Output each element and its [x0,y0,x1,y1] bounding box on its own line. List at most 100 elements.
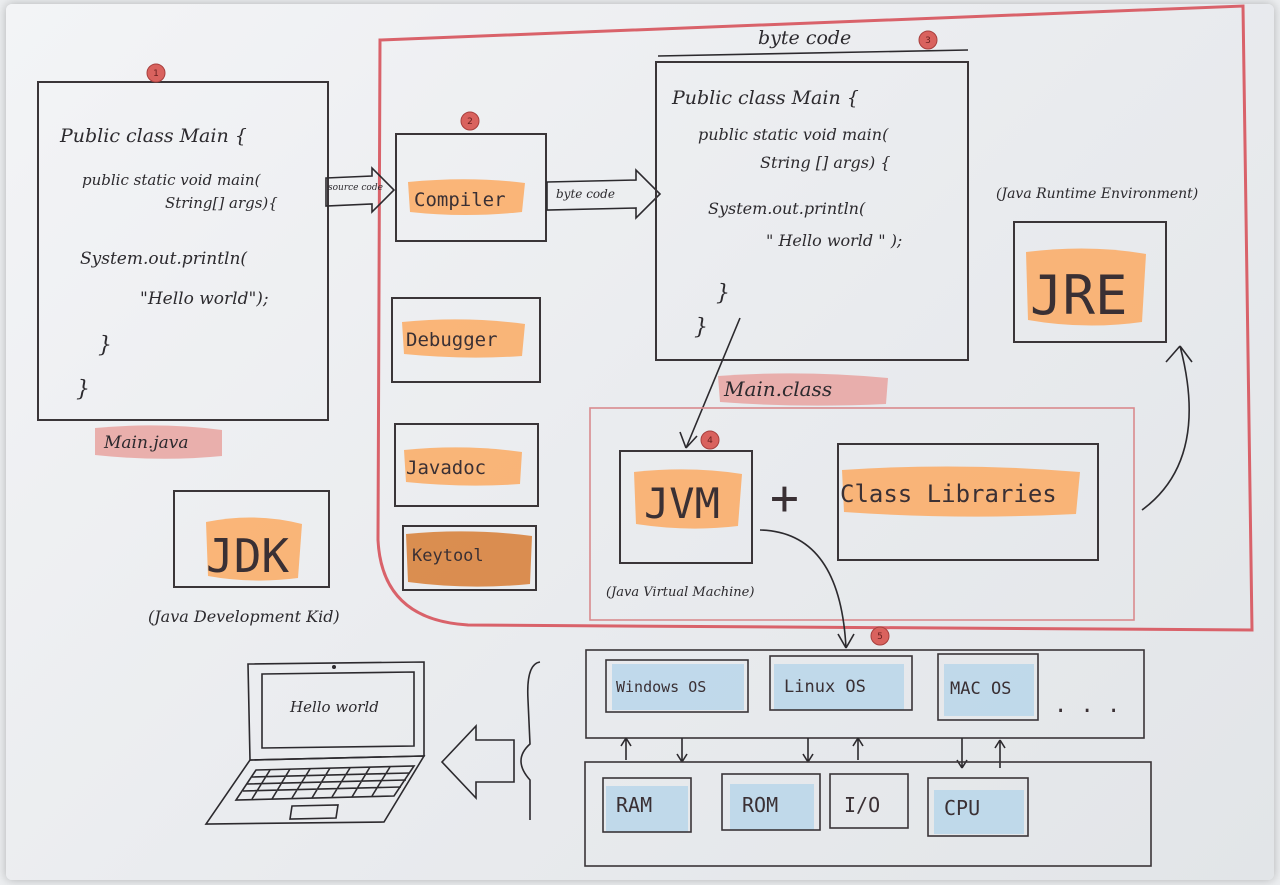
bytecode-line-3: String [] args) { [760,153,891,172]
plus-sign: + [770,470,799,526]
jvm-caption: (Java Virtual Machine) [606,585,754,600]
jdk-block: JDK (Java Development Kid) [148,490,340,626]
runtime-block: 4 JVM + Class Libraries (Java Virtual Ma… [589,407,1135,621]
laptop-icon: Hello world [204,661,426,825]
jre-highlight [1026,248,1146,326]
os-layer-box [585,649,1145,739]
runtime-boundary [589,407,1135,621]
windows-os-label: Windows OS [616,678,706,696]
javadoc-box [394,423,539,507]
bytecode-title: byte code [758,27,851,49]
step-badge-1-label: 1 [153,69,159,79]
jvm-label: JVM [644,479,720,528]
step-badge-4-label: 4 [707,436,713,446]
bytecode-filename: Main.class [723,377,832,401]
source-code-line-4: System.out.println( [80,249,247,269]
source-code-line-5: "Hello world"); [140,289,269,309]
jdk-tools-boundary [376,4,1254,632]
filename-highlight [95,425,222,459]
jdk-tools: 2 Compiler Debugger Javadoc Keytool [391,111,547,591]
source-code-line-7: } [76,377,90,402]
step-badge-3 [918,30,938,50]
debugger-highlight [402,319,525,358]
bytecode-line-6: } [716,281,730,306]
class-libraries-box [837,443,1099,561]
rom-highlight [730,784,814,830]
debugger-box [391,297,541,383]
source-filename: Main.java [103,433,188,453]
jvm-box [619,450,753,564]
laptop-base [204,755,426,825]
laptop-camera [332,665,336,669]
jdk-box [173,490,330,588]
step-badge-3-label: 3 [925,36,931,46]
jre-caption: (Java Runtime Environment) [996,186,1198,202]
ram-box [602,777,692,833]
mac-os-highlight [944,664,1034,716]
keytool-label: Keytool [412,546,484,566]
bytecode-line-1: Public class Main { [671,87,859,109]
linux-os-box [769,655,913,711]
rom-box [721,773,821,831]
bytecode-to-jvm-arrow [679,317,741,449]
source-code-edge-label: source code [328,183,383,193]
source-code-line-3: String[] args){ [165,194,278,212]
windows-os-highlight [612,664,744,710]
source-file: 1 Public class Main { public static void… [37,63,329,459]
jvm-to-os-arrow [759,529,855,649]
source-code-arrow: source code [325,166,396,214]
cpu-box [927,777,1029,837]
bytecode-line-4: System.out.println( [708,199,866,218]
step-badge-4 [700,430,720,450]
bytecode-line-5: " Hello world " ); [766,231,902,250]
step-badge-5 [870,626,890,646]
bytecode-file: byte code 3 Public class Main { public s… [655,27,969,406]
os-hardware-arrows [620,737,1006,769]
rom-label: ROM [742,793,778,817]
laptop-keyboard [234,765,416,801]
step-badge-5-label: 5 [877,632,883,642]
linux-os-highlight [774,664,904,710]
jre-label: JRE [1030,264,1128,327]
step-badge-2 [460,111,480,131]
debugger-label: Debugger [406,329,498,351]
ram-label: RAM [616,793,652,817]
windows-os-box [605,659,749,713]
io-box [829,773,909,829]
hardware-layer: RAM ROM I/O CPU [584,761,1152,867]
os-layer: 5 Windows OS Linux OS MAC OS . . . [585,626,1145,739]
jdk-label: JDK [206,529,289,583]
jre-box [1013,221,1167,343]
laptop-trackpad [289,804,339,820]
laptop-screen-text: Hello world [289,698,379,716]
javadoc-label: Javadoc [406,457,486,479]
jdk-highlight [206,517,302,581]
ram-highlight [606,786,688,832]
cpu-highlight [934,790,1024,834]
bytecode-title-underline [657,49,969,57]
bytecode-line-2: public static void main( [698,125,889,144]
compiler-box [395,133,547,242]
bytecode-filename-highlight [718,373,888,406]
jvm-highlight [634,469,742,529]
step-badge-2-label: 2 [467,117,473,127]
mac-os-label: MAC OS [950,679,1011,699]
byte-code-edge-label: byte code [556,187,615,201]
javadoc-highlight [404,447,522,486]
byte-code-arrow: byte code [546,168,662,220]
jre-block: (Java Runtime Environment) JRE [996,186,1198,343]
bytecode-line-7: } [694,315,708,340]
keytool-box [402,525,537,591]
keytool-highlight [406,531,532,587]
jdk-caption: (Java Development Kid) [148,607,340,626]
io-label: I/O [844,793,880,817]
class-libraries-label: Class Libraries [840,480,1057,508]
runtime-to-jre-arrow [1141,345,1193,511]
compiler-highlight [408,179,525,215]
hardware-layer-box [584,761,1152,867]
source-code-line-6: } [98,333,112,358]
bytecode-box [655,61,969,361]
output-arrow [440,723,515,801]
step-badge-1 [146,63,166,83]
